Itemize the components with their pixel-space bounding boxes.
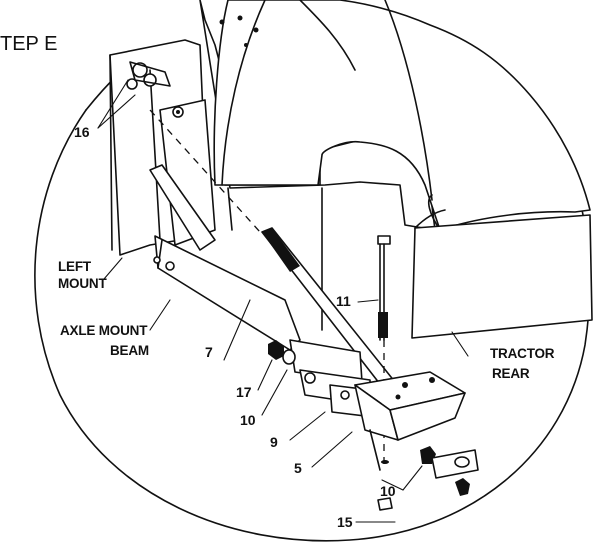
callout-9: 9 [270, 434, 278, 450]
tractor-body [199, 0, 593, 339]
callout-5: 5 [294, 460, 302, 476]
label-axle-mount-line2: BEAM [110, 343, 149, 358]
label-tractor-rear-line1: TRACTOR [490, 346, 555, 361]
callout-15: 15 [337, 514, 353, 530]
callout-11: 11 [336, 293, 351, 309]
leader-lines [97, 79, 469, 523]
hardware-10-15 [377, 446, 479, 511]
label-axle-mount-line1: AXLE MOUNT [60, 323, 148, 338]
label-left-mount-line2: MOUNT [58, 276, 107, 291]
label-left-mount-line1: LEFT [58, 259, 92, 274]
callout-7: 7 [205, 344, 213, 360]
tie-rod [149, 109, 396, 389]
clamp-plates [289, 339, 466, 471]
callout-10-lower: 10 [380, 483, 396, 499]
hardware-17-10 [268, 340, 296, 365]
label-tractor-rear-line2: REAR [492, 366, 530, 381]
callout-16: 16 [74, 124, 90, 140]
axle-mount-beam [149, 164, 301, 351]
callout-17: 17 [236, 384, 252, 400]
step-title: TEP E [0, 33, 57, 55]
callout-10-upper: 10 [240, 412, 256, 428]
